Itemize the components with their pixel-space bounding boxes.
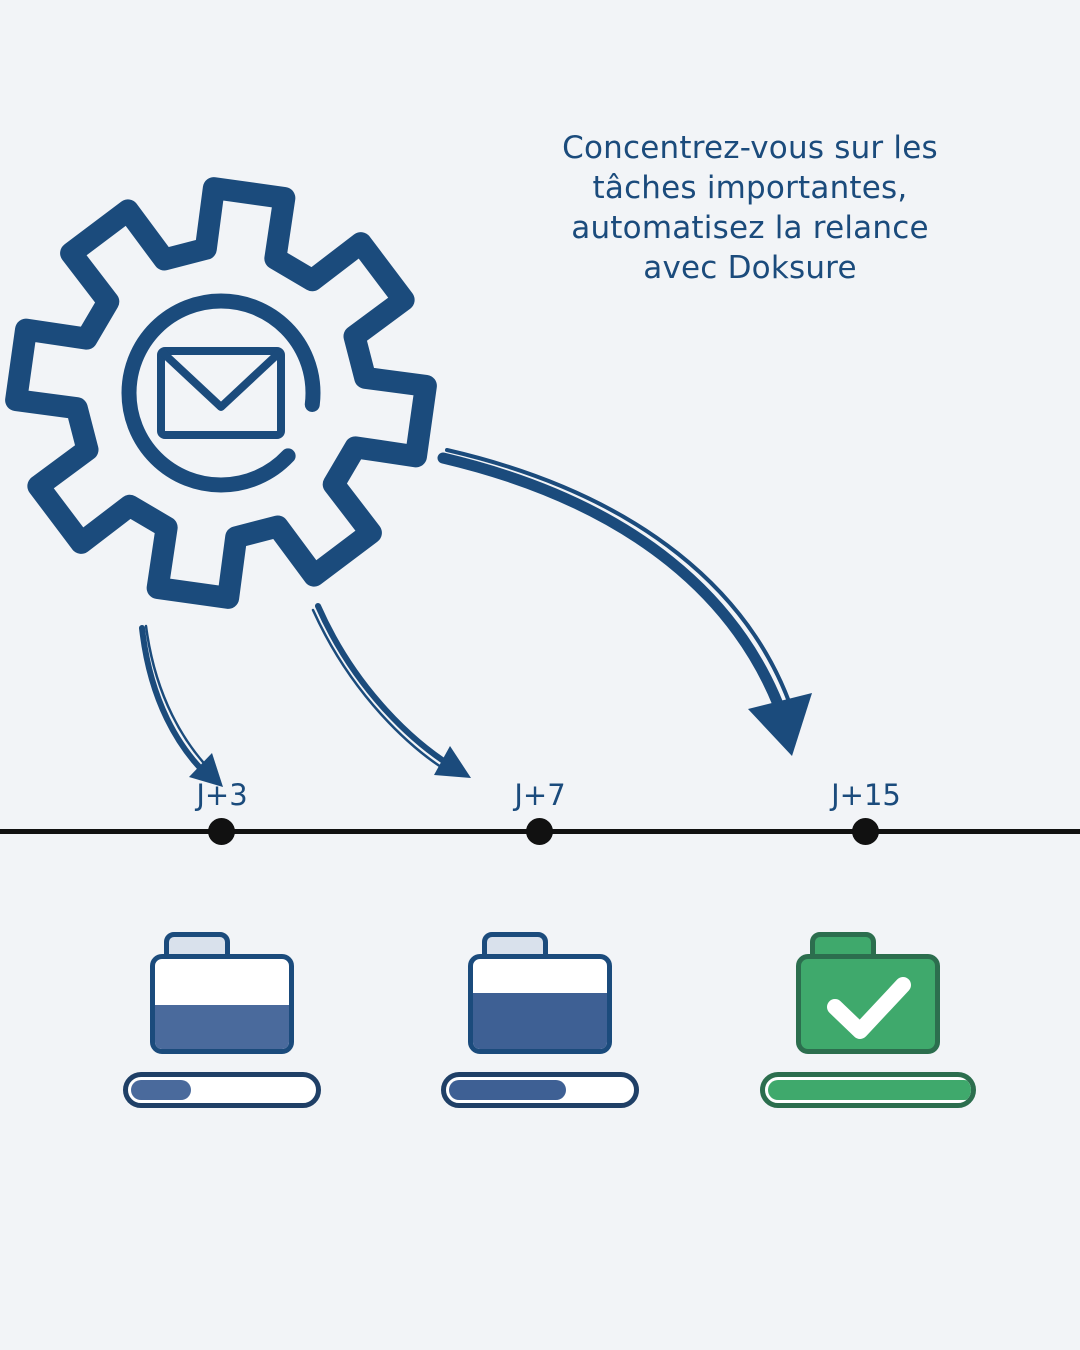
folder-half-icon	[468, 932, 612, 1056]
timeline-dot-3	[852, 818, 879, 845]
folder-partial-icon	[150, 932, 294, 1056]
headline-line-1: Concentrez-vous sur les	[562, 130, 938, 166]
folder-band	[473, 993, 607, 1049]
progress-fill-1	[131, 1080, 192, 1100]
folder-body	[150, 954, 294, 1054]
timeline-dot-1	[208, 818, 235, 845]
gear-icon	[5, 177, 437, 609]
envelope-circle	[121, 293, 321, 493]
milestone-label-2: J+7	[514, 778, 566, 812]
progress-bar-3	[760, 1072, 976, 1108]
headline: Concentrez-vous sur les tâches important…	[510, 128, 990, 288]
folder-complete-icon	[796, 932, 940, 1056]
headline-line-3: automatisez la relance	[571, 210, 929, 246]
folder-body	[468, 954, 612, 1054]
progress-fill-3	[768, 1080, 971, 1100]
headline-line-2: tâches importantes,	[592, 170, 908, 206]
gear-outline	[5, 177, 437, 609]
curved-arrow-long-icon	[437, 448, 812, 756]
milestone-1	[112, 932, 332, 1108]
envelope-icon	[157, 347, 285, 439]
progress-fill-2	[449, 1080, 566, 1100]
curved-arrow-medium-icon	[311, 603, 471, 778]
milestone-2	[430, 932, 650, 1108]
milestone-label-1: J+3	[196, 778, 248, 812]
timeline-dot-2	[526, 818, 553, 845]
folder-body	[796, 954, 940, 1054]
check-icon	[827, 977, 911, 1039]
curved-arrow-short-icon	[139, 624, 223, 787]
progress-bar-2	[441, 1072, 639, 1108]
milestone-label-3: J+15	[831, 778, 901, 812]
progress-bar-1	[123, 1072, 321, 1108]
milestone-3	[758, 932, 978, 1108]
folder-band	[155, 1005, 289, 1049]
headline-line-4: avec Doksure	[643, 250, 857, 286]
